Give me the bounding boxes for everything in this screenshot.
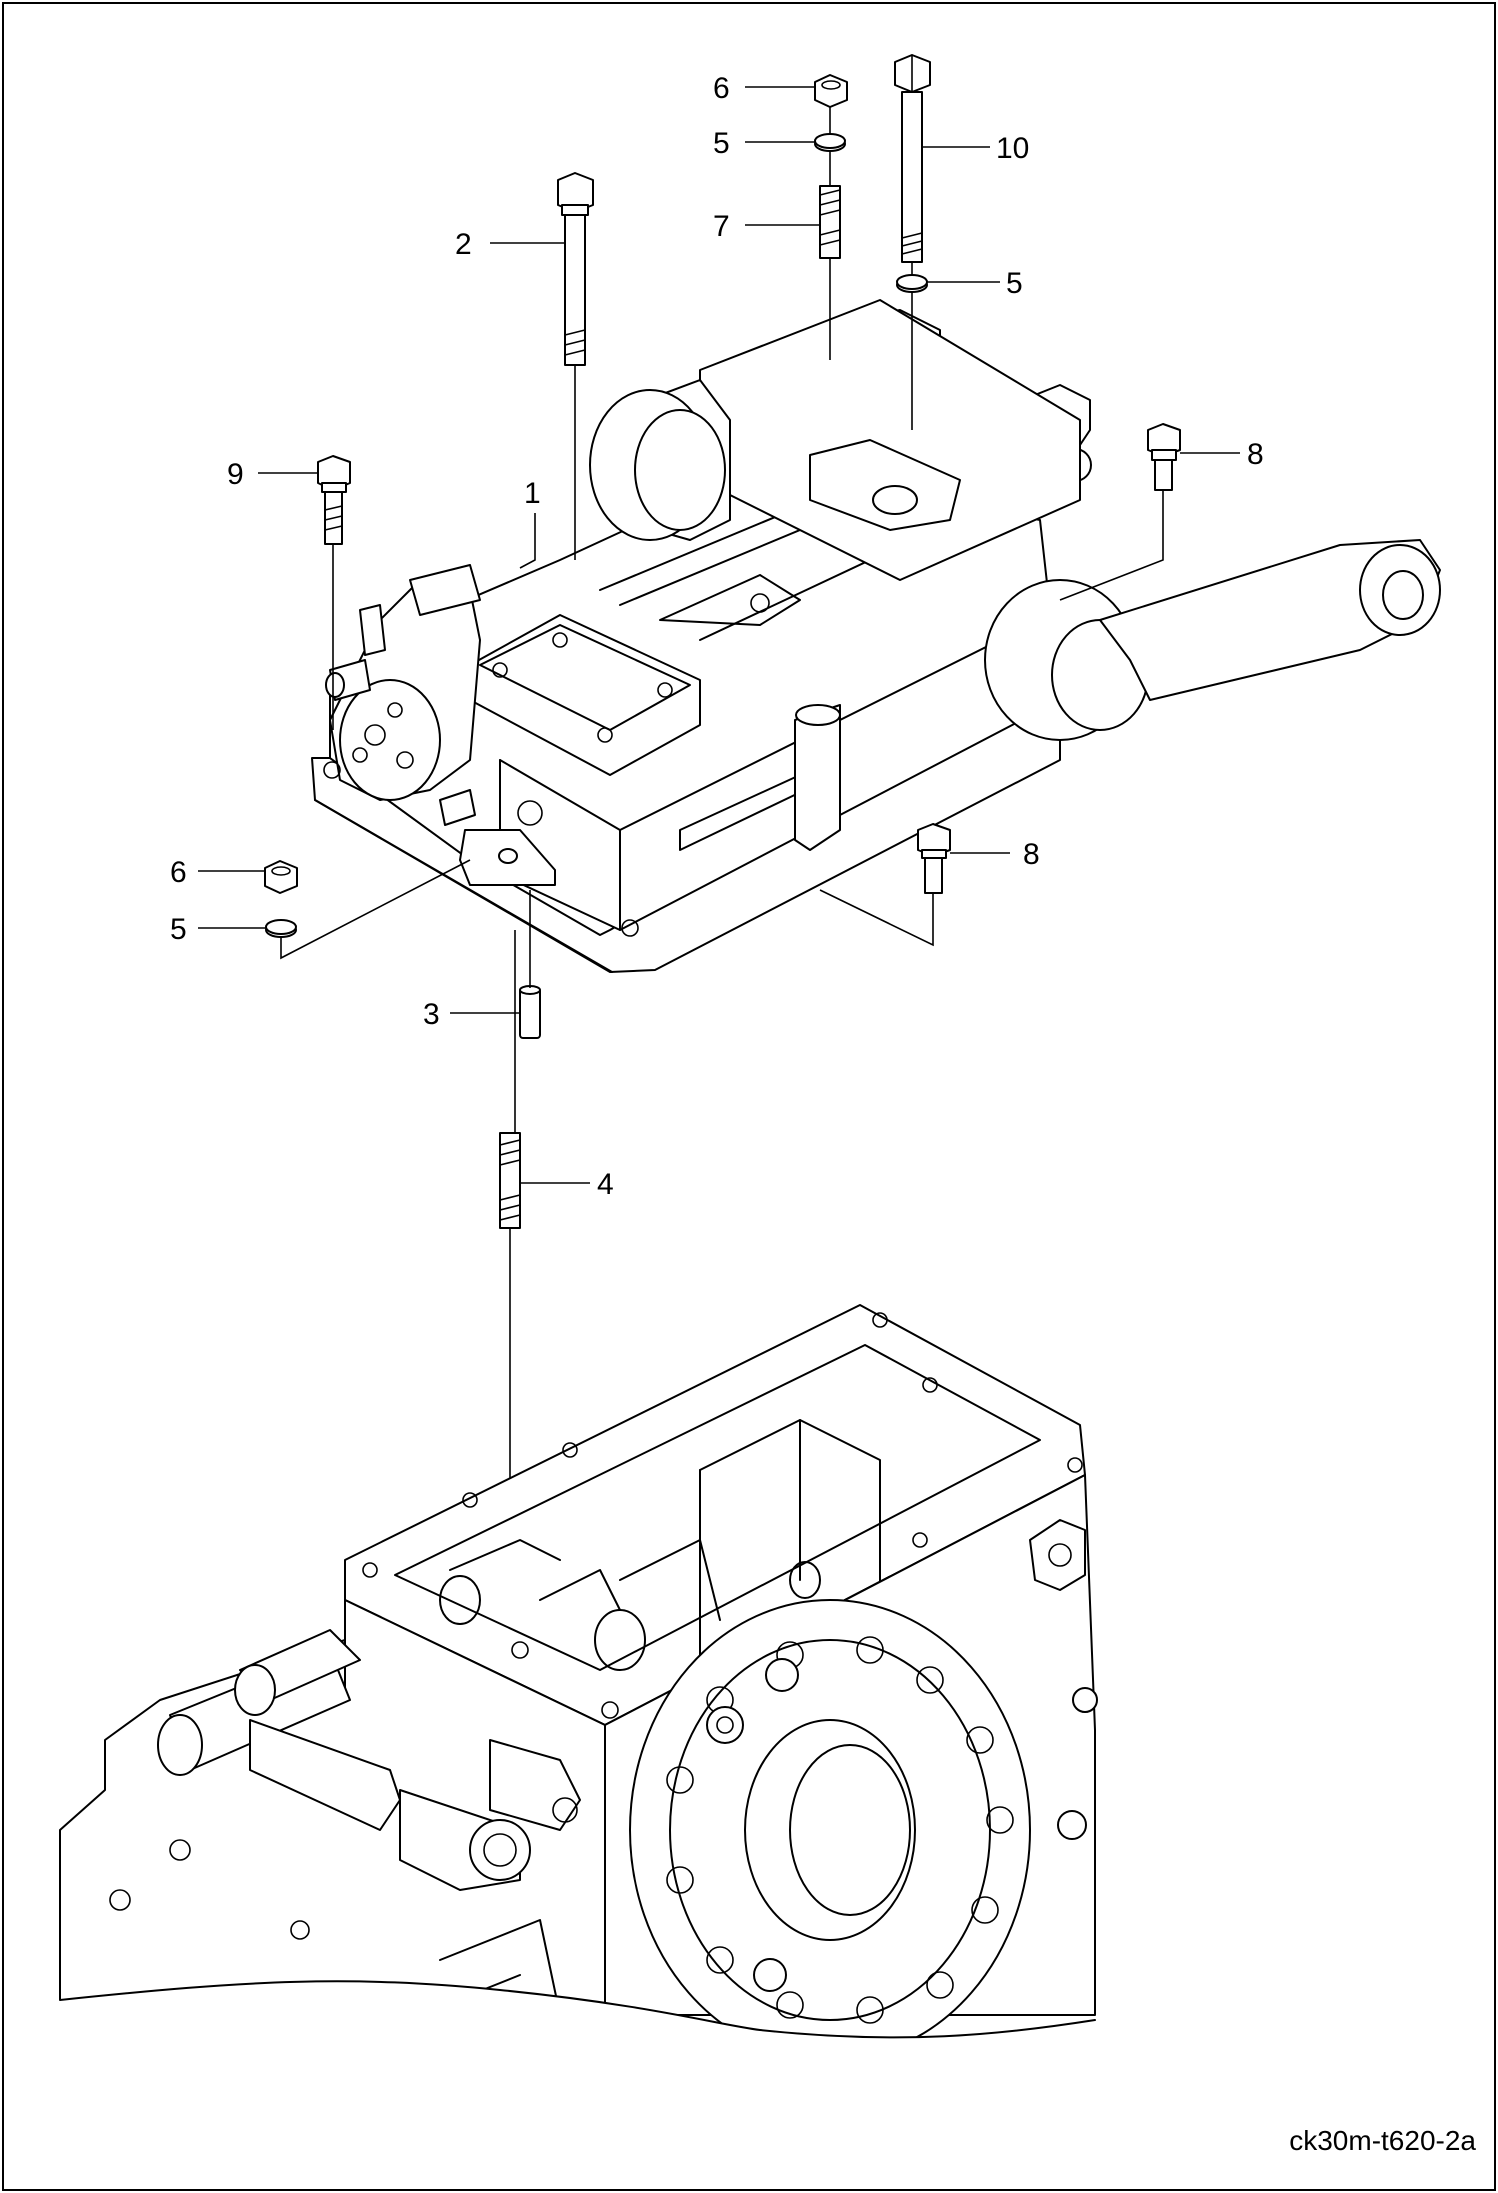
bolt-9 [317, 455, 351, 545]
callout-6-top: 6 [713, 72, 730, 105]
callout-1: 1 [524, 477, 541, 510]
callout-leaders [198, 86, 1240, 1184]
washer-5-right [896, 274, 928, 293]
callout-labels: 6 5 7 10 5 2 8 9 1 6 5 8 3 4 ck30m-t620-… [170, 72, 1476, 2156]
callout-6-left: 6 [170, 856, 187, 889]
callout-5-top: 5 [713, 127, 730, 160]
bolt-2 [557, 172, 594, 366]
callout-10: 10 [996, 132, 1029, 165]
callout-5-left: 5 [170, 913, 187, 946]
bolt-8-bottom [917, 823, 951, 894]
break-line [55, 1981, 1100, 2180]
callout-9: 9 [227, 458, 244, 491]
drawing-code: ck30m-t620-2a [1289, 2125, 1476, 2156]
break-line-edge [59, 1980, 1096, 2039]
callout-4: 4 [597, 1168, 614, 1201]
callout-2: 2 [455, 228, 472, 261]
lift-cover-assembly [311, 299, 1441, 973]
nut-6-left [264, 860, 298, 894]
washer-5-left [265, 919, 297, 938]
callout-5-right: 5 [1006, 267, 1023, 300]
bolt-8-right [1147, 423, 1181, 491]
callout-8-bottom: 8 [1023, 838, 1040, 871]
stud-7 [819, 185, 841, 259]
callout-8-right: 8 [1247, 438, 1264, 471]
callout-7: 7 [713, 210, 730, 243]
transmission-case [59, 1304, 1098, 2061]
stud-4 [499, 1132, 521, 1229]
dowel-pin-3 [519, 985, 541, 1039]
nut-6-top [814, 74, 848, 108]
washer-5-top [814, 133, 846, 152]
bolt-10 [894, 54, 931, 263]
callout-3: 3 [423, 998, 440, 1031]
